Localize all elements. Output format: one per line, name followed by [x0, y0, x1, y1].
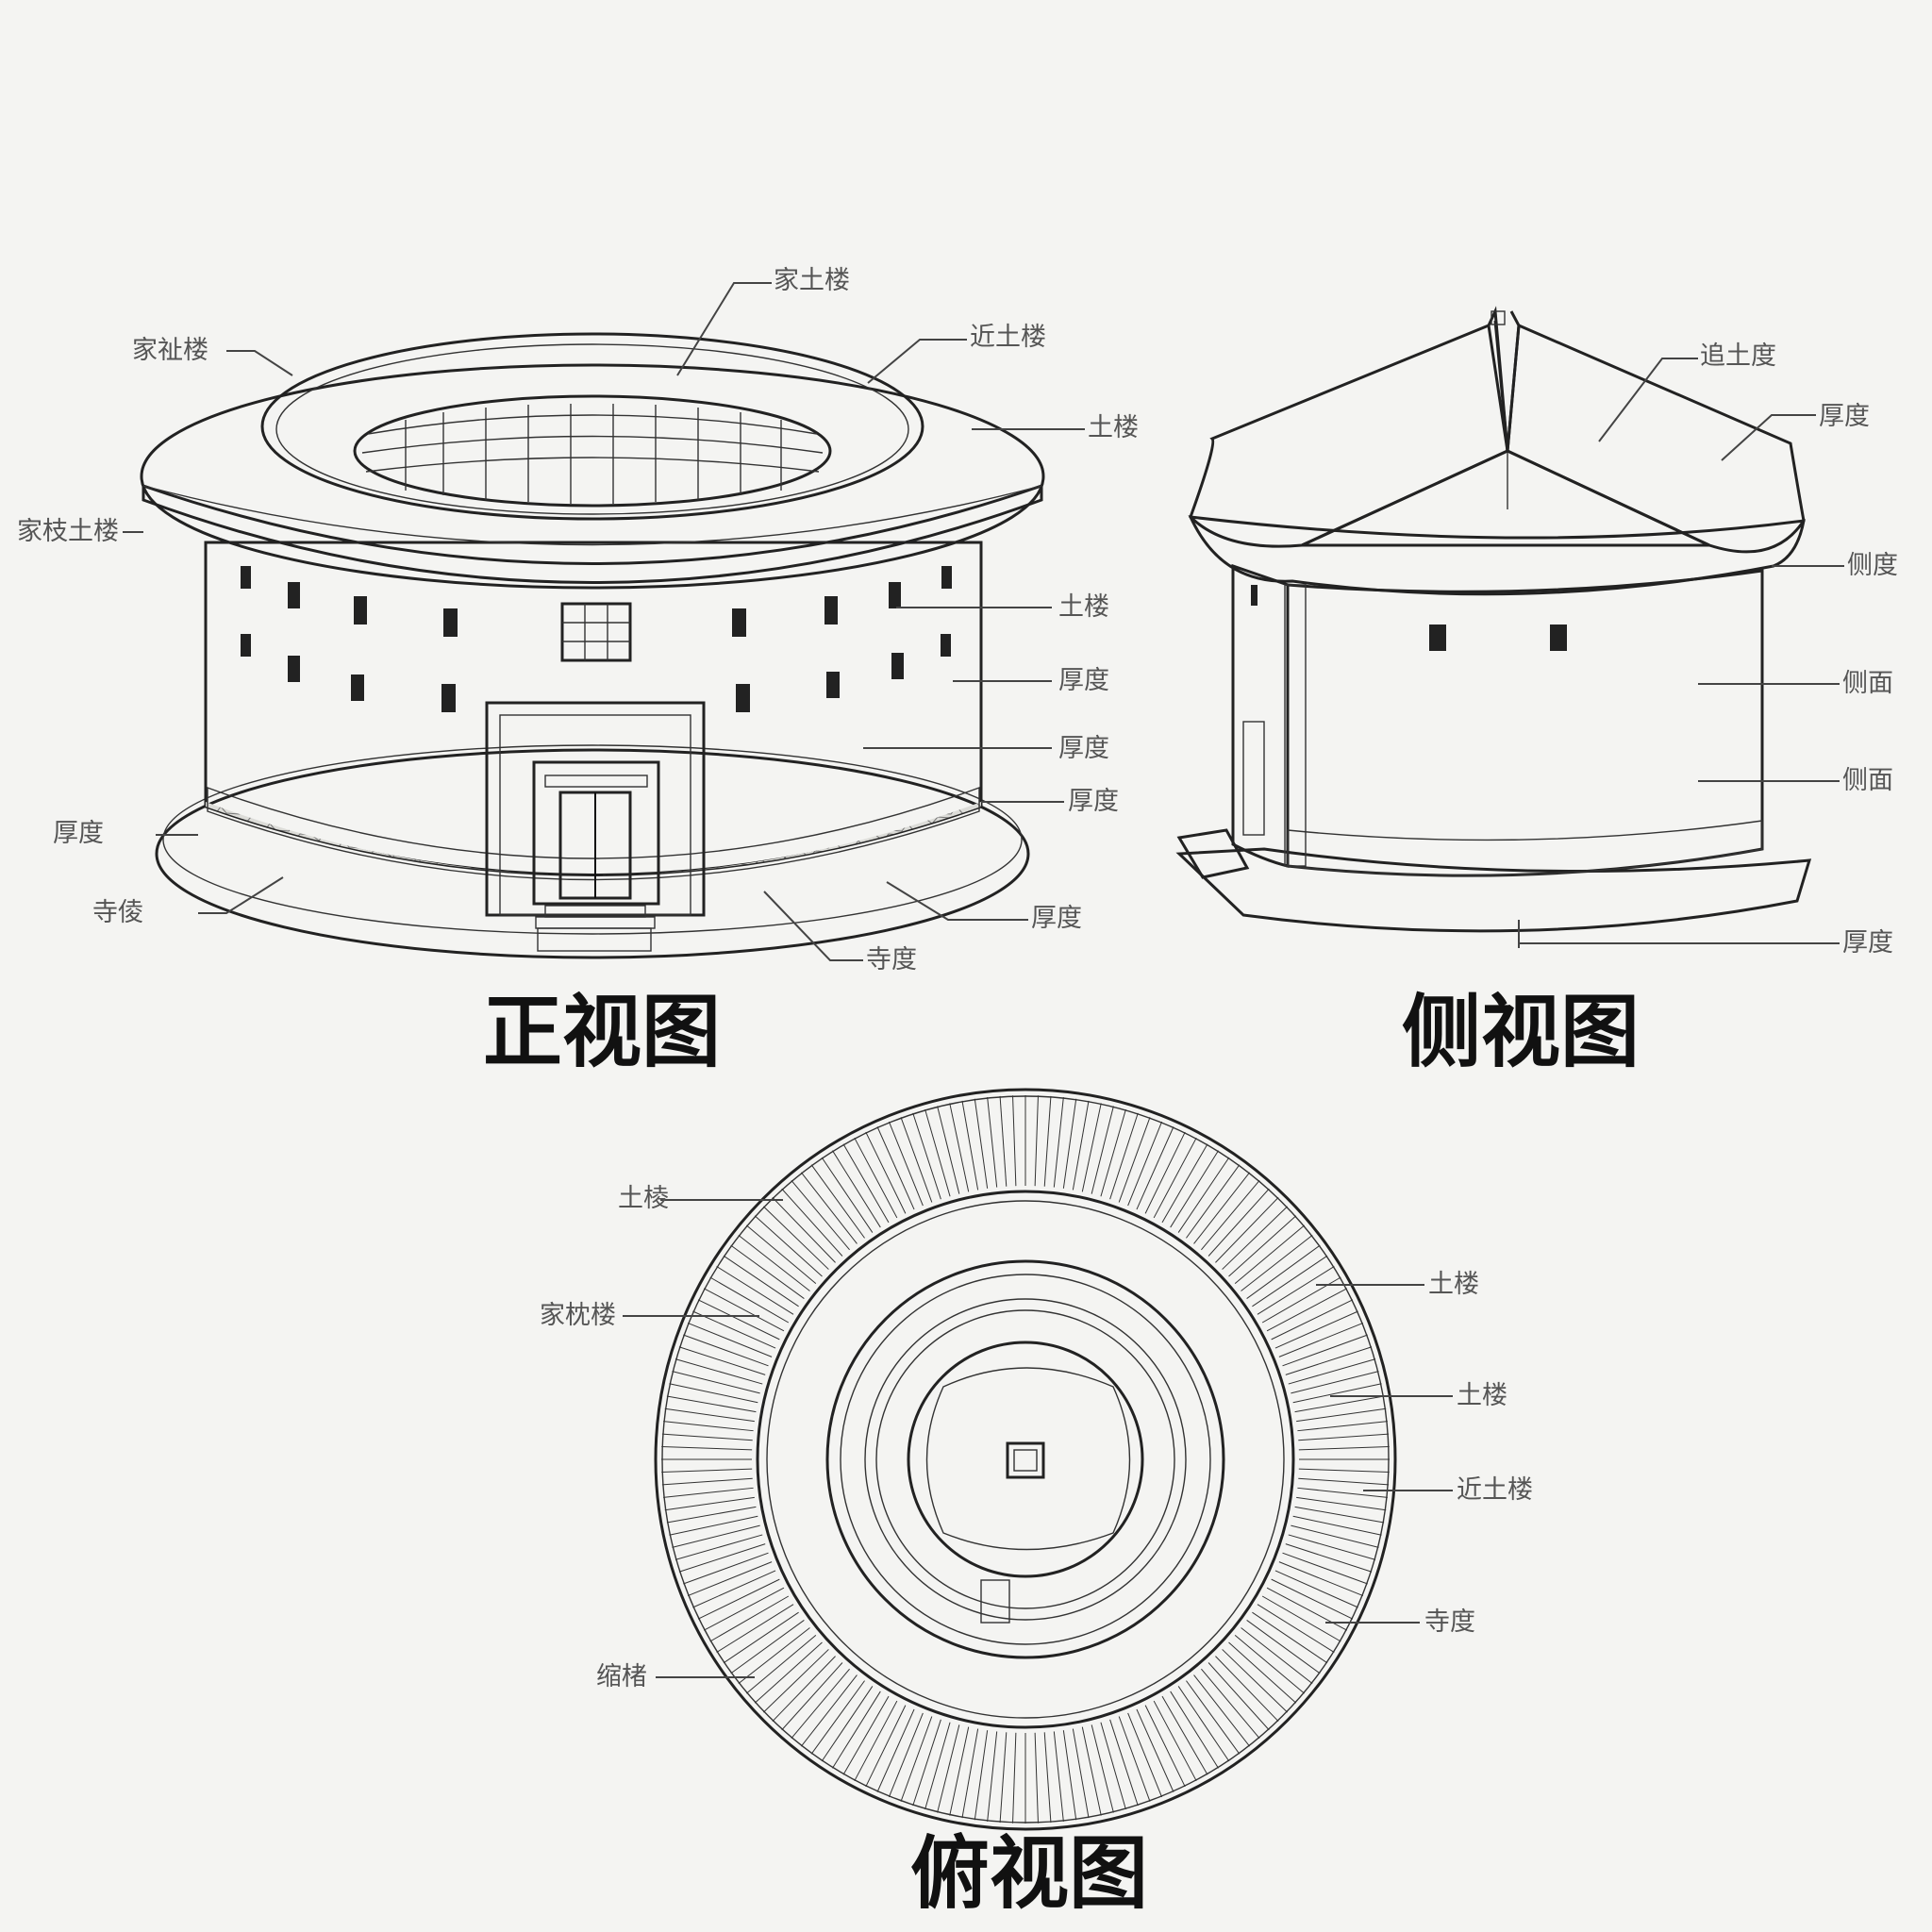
side-view-drawing: [1175, 306, 1844, 948]
front-grid-window: [560, 602, 632, 662]
front-windows: [241, 566, 952, 712]
top-label-2: 家枕楼: [540, 1301, 616, 1330]
top-label-1: 土棱: [618, 1184, 669, 1213]
side-label-4: 侧面: [1842, 669, 1893, 698]
top-leader-lines: [623, 1199, 1453, 1678]
front-label-1: 家土楼: [774, 266, 850, 295]
front-label-5: 家枝土楼: [17, 517, 119, 546]
front-label-12: 厚度: [1031, 904, 1082, 933]
top-label-3: 土楼: [1428, 1270, 1479, 1299]
side-label-6: 厚度: [1842, 928, 1893, 958]
side-view-title: 侧视图: [1402, 986, 1641, 1078]
side-leader-lines: [1518, 358, 1844, 948]
front-label-11: 寺倰: [92, 898, 143, 927]
front-label-13: 寺度: [866, 945, 917, 974]
side-label-1: 追土度: [1700, 341, 1776, 371]
front-label-7: 厚度: [1058, 666, 1109, 695]
front-label-2: 家祉楼: [132, 336, 208, 365]
top-view-drawing: [623, 1088, 1453, 1831]
front-view-drawing: [123, 282, 1085, 961]
front-label-8: 厚度: [1058, 734, 1109, 763]
top-label-7: 缩楮: [596, 1662, 647, 1691]
front-label-4: 土楼: [1088, 413, 1139, 442]
courtyard-galleries: [361, 404, 824, 504]
front-view-title: 正视图: [483, 986, 722, 1078]
front-leader-lines: [123, 282, 1085, 961]
front-label-10: 厚度: [53, 819, 104, 848]
side-label-5: 侧面: [1842, 766, 1893, 795]
top-label-4: 土楼: [1457, 1381, 1507, 1410]
top-label-6: 寺度: [1424, 1607, 1475, 1637]
front-label-3: 近土楼: [970, 323, 1046, 352]
front-label-9: 厚度: [1068, 787, 1119, 816]
side-label-2: 厚度: [1819, 402, 1870, 431]
side-label-3: 侧度: [1847, 551, 1898, 580]
top-label-5: 近土楼: [1457, 1475, 1533, 1505]
top-view-title: 俯视图: [910, 1827, 1149, 1920]
front-label-6: 土楼: [1058, 592, 1109, 622]
